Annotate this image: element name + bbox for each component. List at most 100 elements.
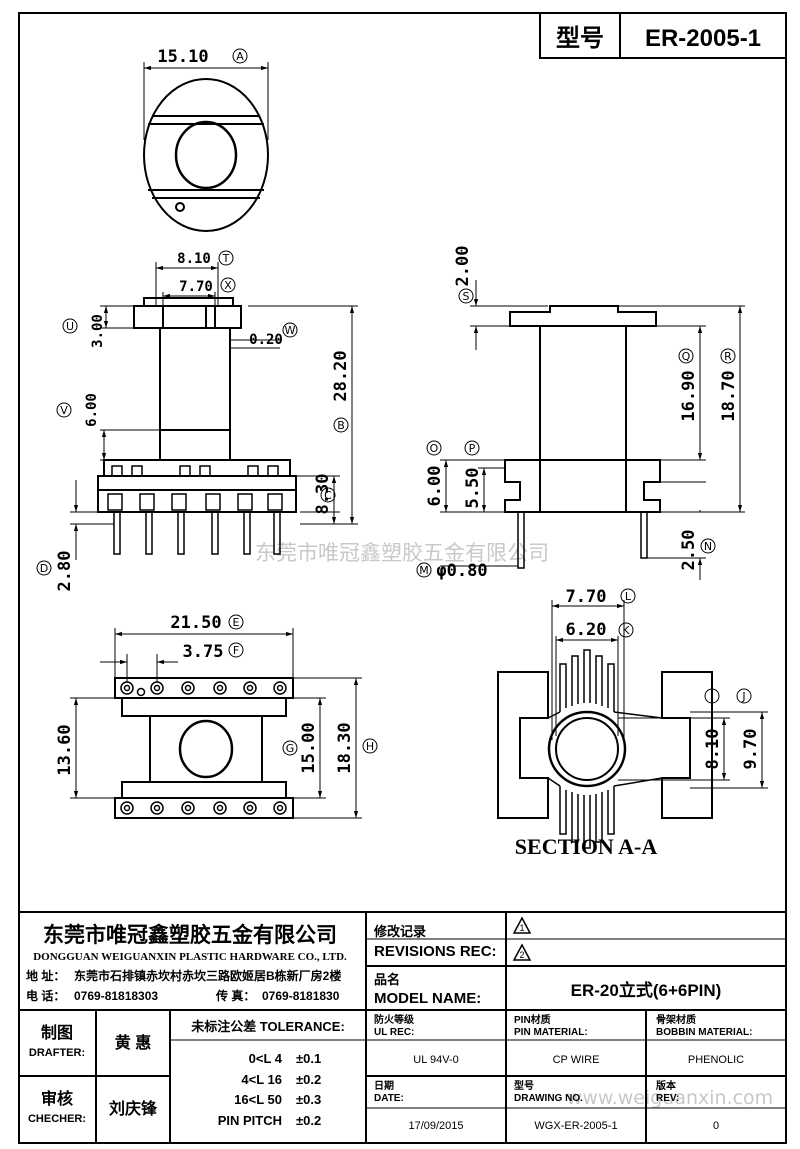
callout-I: I [704,688,720,704]
callout-W: W [282,322,298,338]
callout-F: F [228,642,244,658]
svg-text:X: X [224,279,232,292]
header-model-label: 型号 [556,25,604,52]
svg-text:M: M [419,564,429,577]
tolerance-value: ±0.2 [296,1113,321,1128]
callout-R: R [720,348,736,364]
callout-L: L [620,588,636,604]
address-text: 东莞市石排镇赤坎村赤坎三路欧姬居B栋新厂房2楼 [74,968,341,983]
dim-8-10-section: 8.10 [703,729,723,770]
revision-2-triangle: 2 [512,943,532,961]
address-label: 地 址： [26,968,65,983]
callout-K: K [618,622,634,638]
dim-21-50: 21.50 [170,613,221,633]
svg-text:S: S [463,290,470,303]
tolerance-value: ±0.1 [296,1051,321,1066]
svg-text:R: R [724,350,732,363]
callout-P: P [464,440,480,456]
drawing-no-cn: 型号 [514,1079,534,1092]
callout-M: M [416,562,432,578]
svg-text:1: 1 [519,923,524,933]
svg-text:2: 2 [519,950,524,960]
tolerance-range: PIN PITCH [218,1113,282,1128]
callout-C: C [320,487,336,503]
dim-5-50: 5.50 [463,468,483,509]
revisions-en: REVISIONS REC: [374,943,497,960]
drafter-cn: 制图 [41,1024,73,1042]
model-name-value: ER-20立式(6+6PIN) [571,980,722,1000]
model-name-cn: 品名 [374,972,400,987]
callout-J: J [736,688,752,704]
dim-9-70: 9.70 [741,729,761,770]
tel-value: 0769-81818303 [74,989,158,1003]
dim-16-90: 16.90 [679,370,699,421]
model-name-en: MODEL NAME: [374,990,481,1007]
dim-15-10: 15.10 [157,47,208,67]
header-model-value: ER-2005-1 [645,25,761,52]
dim-3-00: 3.00 [90,314,106,348]
watermark-url: www.weiguanxin.com [567,1087,773,1109]
svg-text:F: F [233,644,239,657]
fax-label: 传 真： [215,988,255,1003]
callout-H: H [362,738,378,754]
callout-D: D [36,560,52,576]
dim-2-80: 2.80 [55,551,75,592]
drawing-border [18,12,787,1144]
pin-material-en: PIN MATERIAL: [514,1027,588,1038]
callout-X: X [220,277,236,293]
svg-text:C: C [324,489,332,502]
ul-rec-cn: 防火等级 [374,1013,415,1026]
callout-O: O [426,440,442,456]
title-block [19,911,786,1143]
svg-text:Q: Q [682,350,691,363]
watermark-text: 东莞市唯冠鑫塑胶五金有限公司 [255,541,549,565]
date-en: DATE: [374,1093,404,1104]
callout-V: V [56,402,72,418]
front-view [70,262,358,560]
dim-13-60: 13.60 [55,724,75,775]
company-name-en: DONGGUAN WEIGUANXIN PLASTIC HARDWARE CO.… [33,951,347,963]
rev-en: REV: [656,1093,679,1104]
svg-text:I: I [710,690,713,703]
dim-7-70-x: 7.70 [179,279,213,295]
callout-E: E [228,614,244,630]
dim-18-70: 18.70 [719,370,739,421]
tolerance-value: ±0.3 [296,1092,321,1107]
callout-S: S [458,288,474,304]
callout-B: B [333,417,349,433]
section-label: SECTION A-A [515,834,658,859]
dim-2-00: 2.00 [453,246,473,287]
svg-text:B: B [337,419,345,432]
dim-2-50: 2.50 [679,530,699,571]
pin-material-value: CP WIRE [553,1054,600,1066]
bobbin-material-cn: 骨架材质 [656,1013,696,1026]
svg-text:J: J [741,690,745,703]
pin-material-cn: PIN材质 [514,1013,551,1026]
date-cn: 日期 [374,1079,394,1092]
date-value: 17/09/2015 [408,1120,463,1132]
rev-cn: 版本 [656,1079,677,1092]
dim-15-00: 15.00 [299,722,319,773]
checker-en: CHECHER: [28,1113,86,1125]
tolerance-table: 0<L 4 ±0.1 4<L 16 ±0.2 16<L 50 ±0.3 PIN … [218,1051,322,1128]
dim-6-00-o: 6.00 [425,466,445,507]
bottom-view [70,628,362,819]
revision-1-triangle: 1 [512,916,532,934]
svg-text:W: W [285,324,296,337]
dim-8-30: 8.30 [313,474,333,515]
header-model-box: 型号 ER-2005-1 [539,12,787,59]
svg-text:L: L [625,590,632,603]
checker-name: 刘庆锋 [109,1099,158,1118]
bobbin-material-en: BOBBIN MATERIAL: [656,1027,752,1038]
section-view [497,600,768,849]
company-name-cn: 东莞市唯冠鑫塑胶五金有限公司 [43,923,337,947]
rev-value: 0 [713,1120,719,1132]
side-view [440,280,745,580]
checker-cn: 审核 [41,1089,73,1108]
svg-text:O: O [430,442,439,455]
revisions-cn: 修改记录 [373,924,426,939]
drawing-no-value: WGX-ER-2005-1 [534,1120,617,1132]
callout-N: N [700,538,716,554]
svg-text:D: D [40,562,48,575]
